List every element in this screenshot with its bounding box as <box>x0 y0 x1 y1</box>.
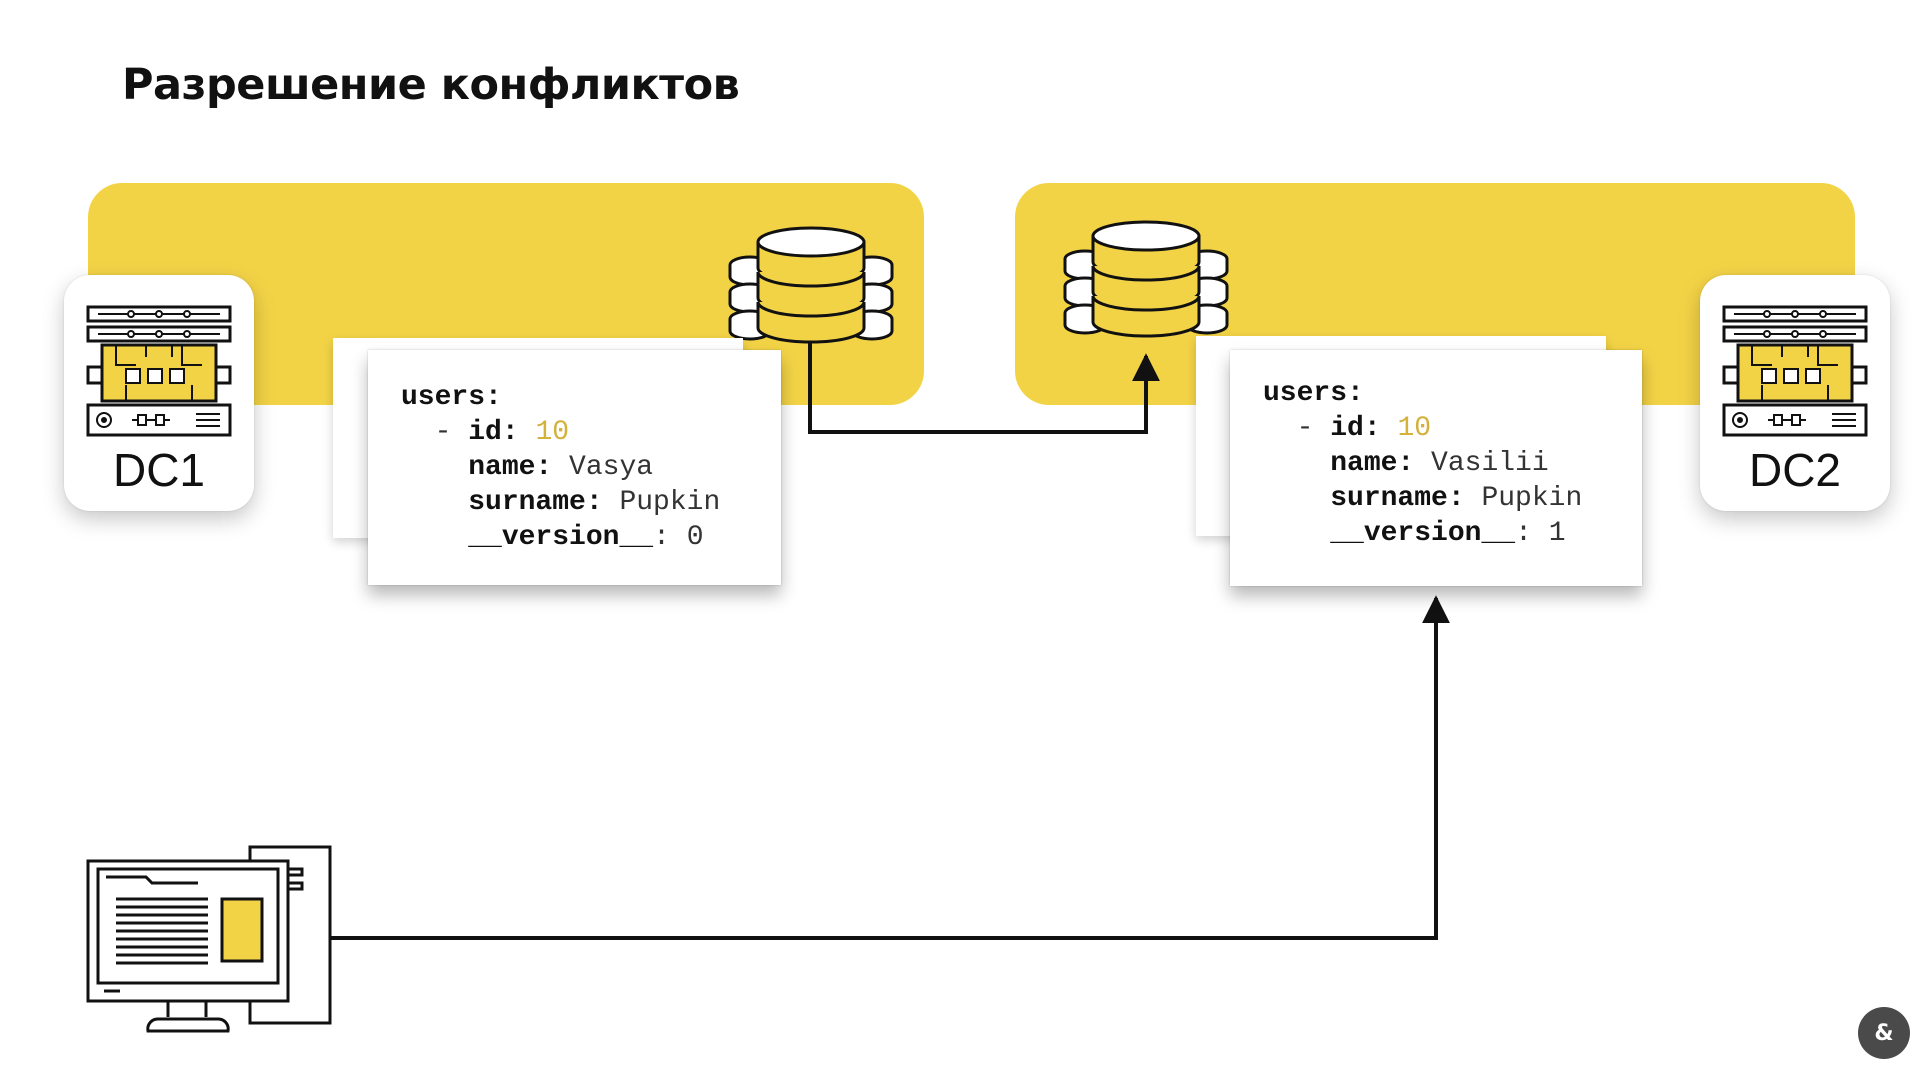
replication-arrow <box>808 340 1160 434</box>
yaml-line-root: users: <box>1263 378 1364 409</box>
yaml-record: users: - id: 10 name: Vasya surname: Pup… <box>401 380 720 555</box>
yaml-line-root: users: <box>401 382 502 413</box>
client-write-arrow <box>330 595 1450 940</box>
conference-logo-icon: & <box>1858 1007 1910 1059</box>
server-rack-icon <box>1722 305 1868 437</box>
slide-title: Разрешение конфликтов <box>122 60 740 110</box>
yaml-line-id: - id: 10 <box>1296 413 1432 444</box>
yaml-line-version: __version__: 1 <box>1330 518 1566 549</box>
database-stack-icon <box>1063 220 1229 338</box>
yaml-line-id: - id: 10 <box>434 417 570 448</box>
desktop-computer-icon <box>86 845 332 1033</box>
yaml-record: users: - id: 10 name: Vasilii surname: P… <box>1263 376 1582 551</box>
dc2-label: DC2 <box>1748 444 1842 496</box>
yaml-line-surname: surname: Pupkin <box>468 487 721 518</box>
database-stack-icon <box>728 226 894 344</box>
yaml-line-name: name: Vasya <box>468 452 654 483</box>
server-rack-icon <box>86 305 232 437</box>
document-dc1: users: - id: 10 name: Vasya surname: Pup… <box>368 350 781 585</box>
dc2-card: DC2 <box>1700 275 1890 511</box>
yaml-line-version: __version__: 0 <box>468 522 704 553</box>
yaml-line-name: name: Vasilii <box>1330 448 1549 479</box>
document-dc2: users: - id: 10 name: Vasilii surname: P… <box>1230 350 1642 586</box>
dc1-label: DC1 <box>112 444 206 496</box>
dc1-card: DC1 <box>64 275 254 511</box>
yaml-line-surname: surname: Pupkin <box>1330 483 1583 514</box>
